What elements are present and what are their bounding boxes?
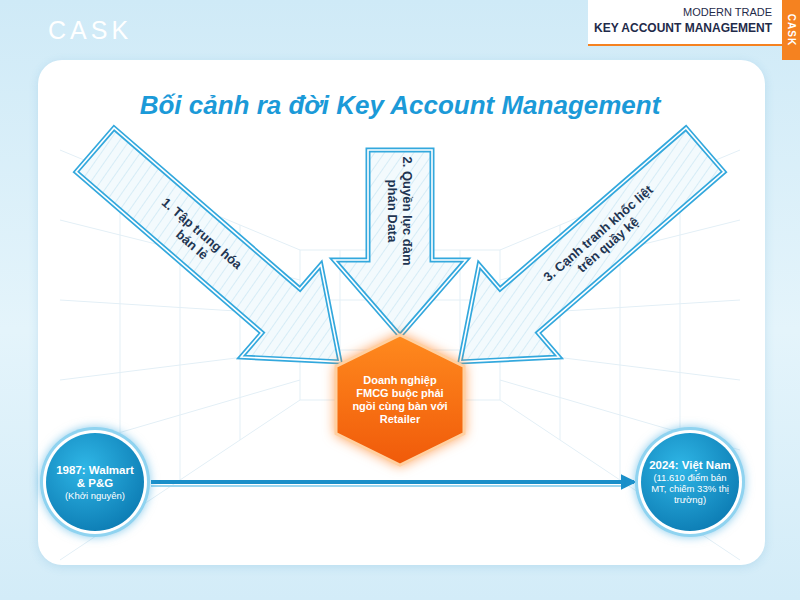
milestone-note: (11.610 điểm bán MT, chiếm 33% thị trườn… xyxy=(648,472,732,505)
timeline-circle: 1987: Walmart & P&G(Khởi nguyên) xyxy=(39,426,151,538)
outcome-text: Doanh nghiệp FMCG buộc phải ngồi cùng bà… xyxy=(350,374,450,426)
milestone-note: (Khởi nguyên) xyxy=(53,490,137,501)
timeline-shadow-line xyxy=(151,485,626,487)
milestone-title: 1987: Walmart & P&G xyxy=(53,464,137,490)
outcome-hexagon: Doanh nghiệp FMCG buộc phải ngồi cùng bà… xyxy=(334,333,466,467)
brand-strip: CASK xyxy=(782,0,800,60)
timeline-connector xyxy=(151,482,634,486)
timeline-line xyxy=(151,480,634,484)
arrow-inner-line xyxy=(76,128,340,362)
arrow-body xyxy=(76,128,340,362)
header-kicker: MODERN TRADE xyxy=(683,6,772,18)
circle-body xyxy=(641,433,739,531)
arrow-body xyxy=(334,150,466,336)
brand-vertical: CASK xyxy=(786,14,797,46)
factor-arrow: 3. Cạnh tranh khốc liệt trên quầy kệ xyxy=(456,124,728,366)
arrow-inner-line xyxy=(334,150,466,336)
circle-ring-inner xyxy=(638,430,742,534)
circle-body xyxy=(46,433,144,531)
hexagon-body xyxy=(336,335,464,465)
timeline-circle: 2024: Việt Nam(11.610 điểm bán MT, chiếm… xyxy=(634,426,746,538)
circle-ring xyxy=(40,427,150,537)
factor-arrow: 2. Quyền lực đàm phán Data xyxy=(330,146,470,340)
diagram-title: Bối cảnh ra đời Key Account Management xyxy=(40,90,760,121)
milestone-title: 2024: Việt Nam xyxy=(648,459,732,472)
arrow-inner-line xyxy=(460,128,724,362)
brand-logo: CASK xyxy=(48,16,132,45)
factor-arrow: 1. Tập trung hóa bán lẻ xyxy=(72,124,344,366)
circle-ring xyxy=(635,427,745,537)
header-box: MODERN TRADE KEY ACCOUNT MANAGEMENT xyxy=(588,0,782,46)
arrow-body xyxy=(460,128,724,362)
header-title: KEY ACCOUNT MANAGEMENT xyxy=(594,21,772,35)
circle-ring-inner xyxy=(43,430,147,534)
arrow-label: 2. Quyền lực đàm phán Data xyxy=(385,155,415,267)
